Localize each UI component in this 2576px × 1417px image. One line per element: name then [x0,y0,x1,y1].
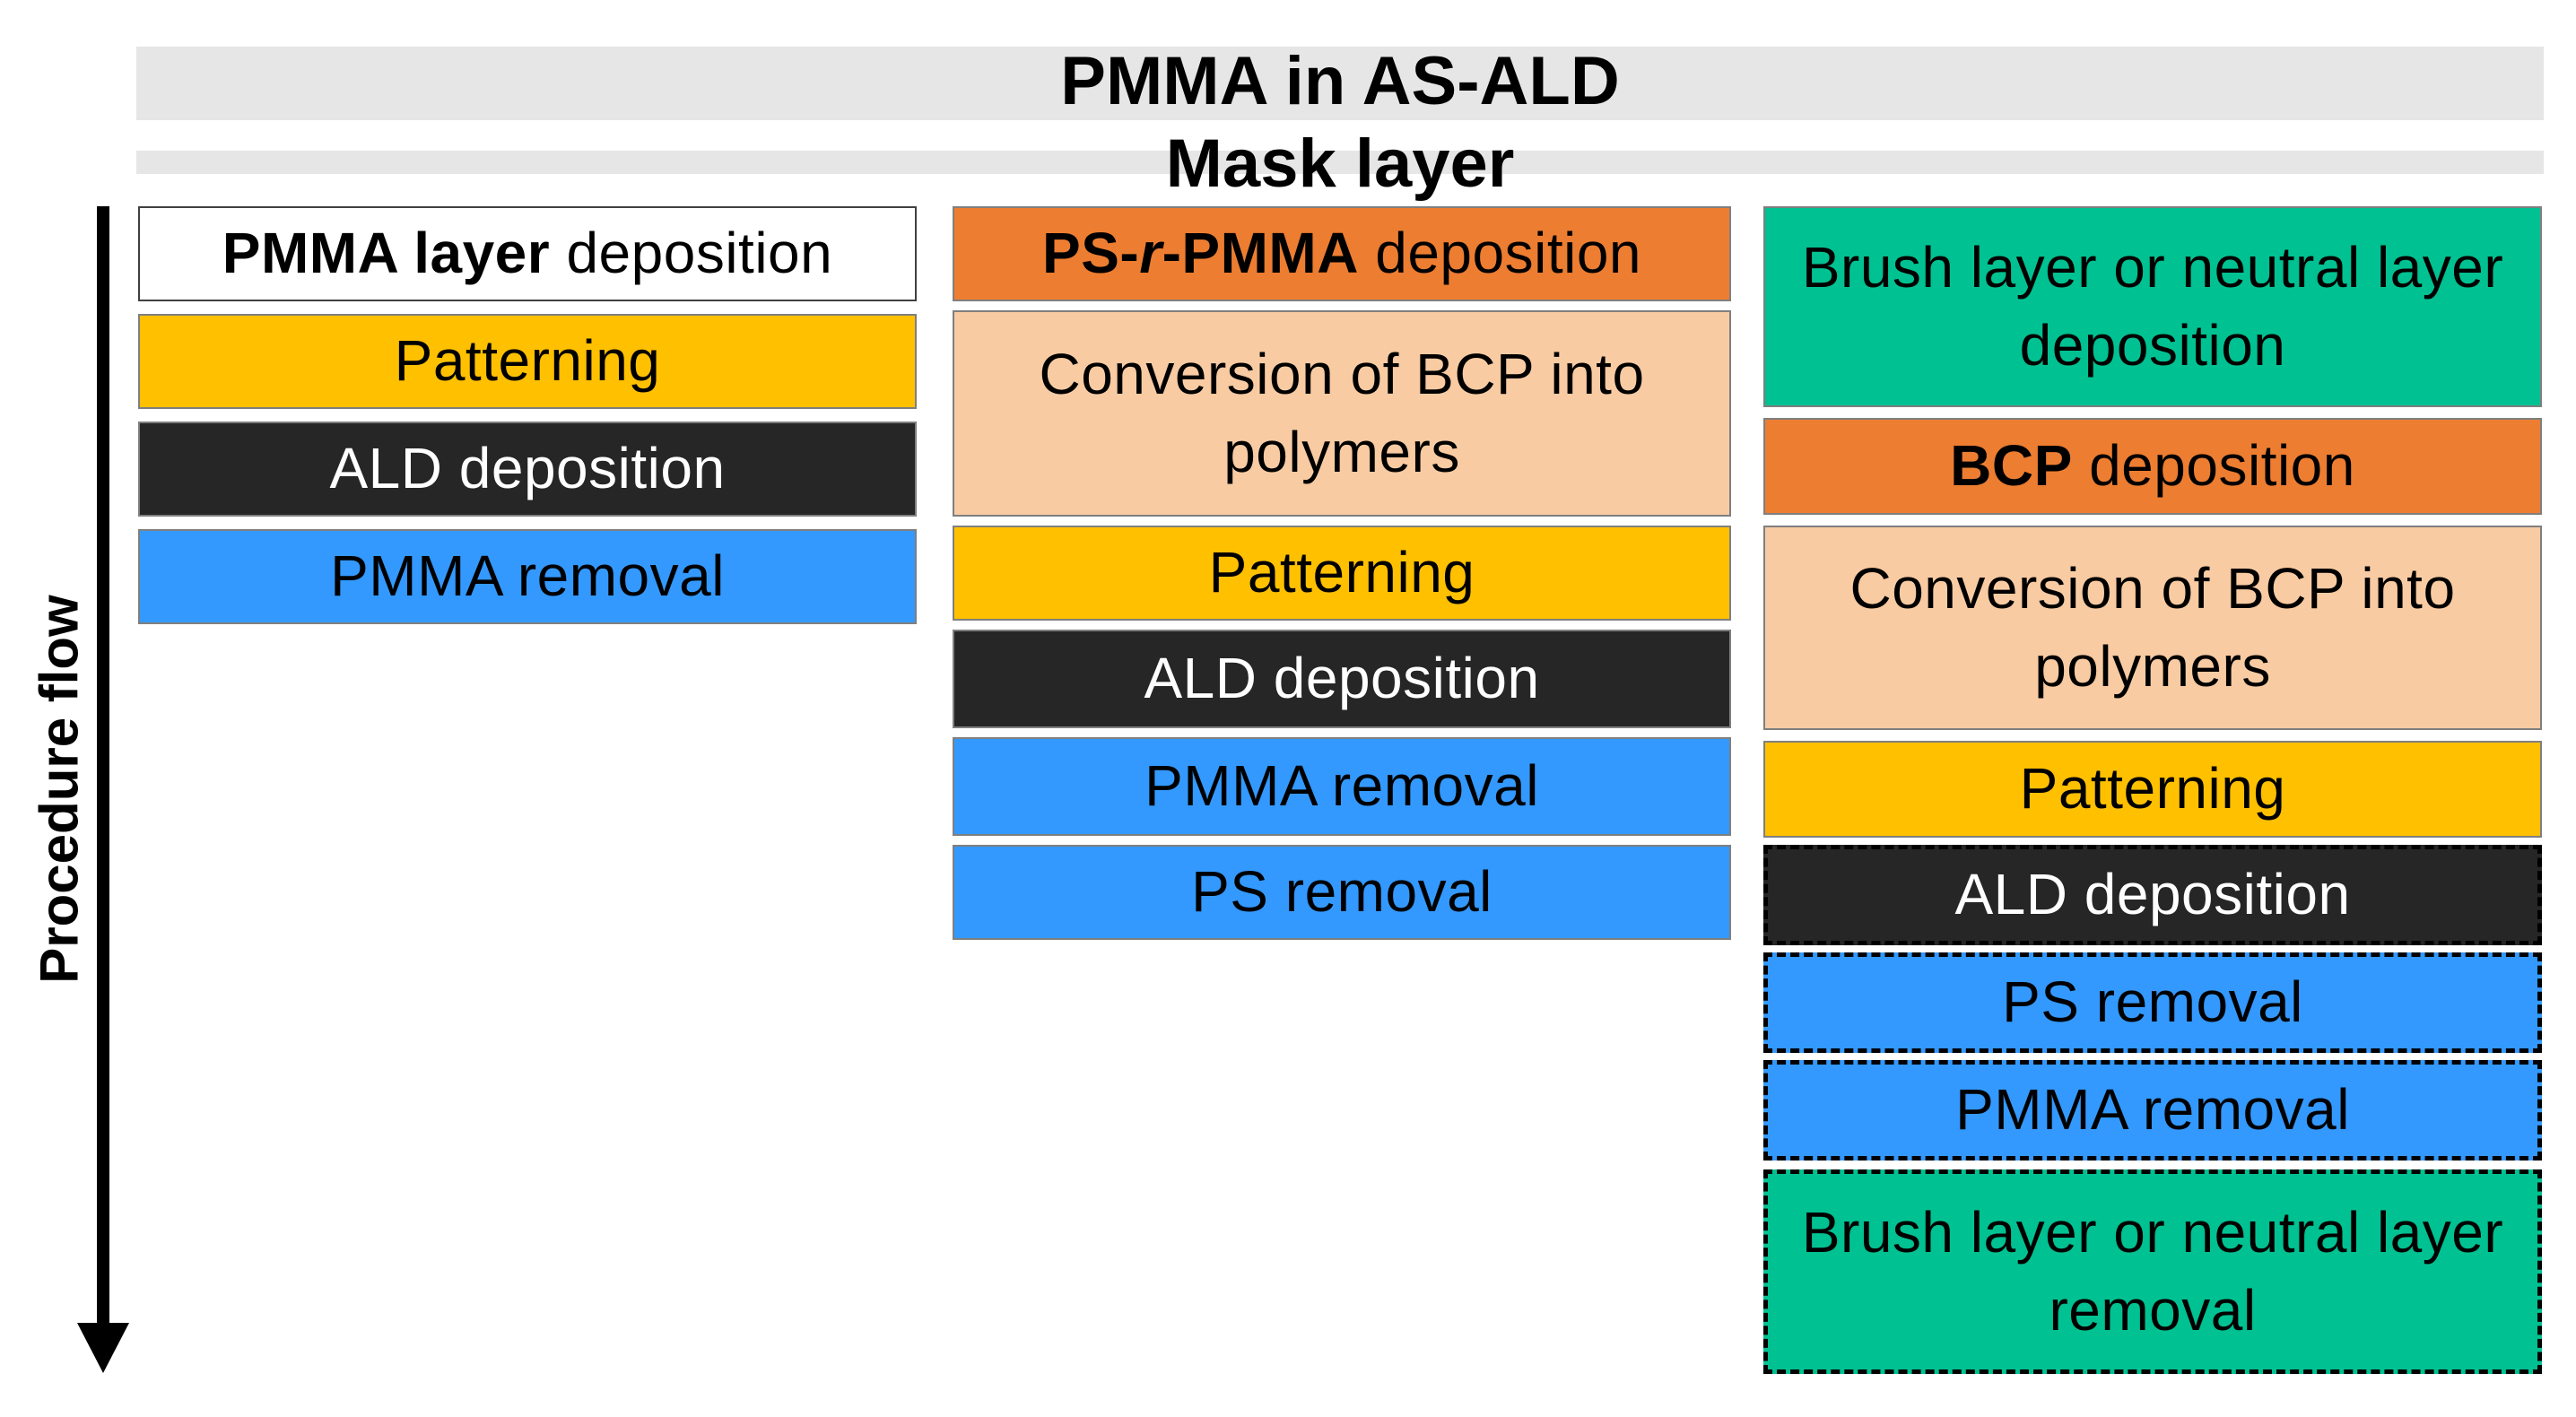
step-pmma-layer-deposition: PMMA layer deposition [138,206,917,301]
step-ald-deposition: ALD deposition [953,630,1731,728]
step-patterning: Patterning [138,314,917,409]
step-pmma-removal: PMMA removal [953,737,1731,836]
step-pmma-removal: PMMA removal [138,529,917,624]
mask-layer-title: Mask layer [1165,126,1515,202]
diagram-title: PMMA in AS-ALD [1060,43,1620,119]
mask-band [136,151,2544,174]
title-band [136,47,2544,120]
step-ps-removal-optional: PS removal [1763,952,2542,1053]
step-patterning: Patterning [953,526,1731,621]
procedure-flow-arrow [97,206,109,1327]
step-bcp-deposition: BCP deposition [1763,418,2542,515]
step-pmma-removal-optional: PMMA removal [1763,1060,2542,1161]
step-ald-deposition: ALD deposition [138,422,917,517]
arrow-head-icon [77,1323,129,1373]
step-ald-deposition-optional: ALD deposition [1763,845,2542,945]
step-ps-removal: PS removal [953,845,1731,940]
step-brush-layer-removal-optional: Brush layer or neutral layer removal [1763,1169,2542,1374]
step-ps-r-pmma-deposition: PS-r-PMMA deposition [953,206,1731,301]
step-patterning: Patterning [1763,741,2542,838]
step-bcp-conversion: Conversion of BCP into polymers [1763,526,2542,730]
step-brush-layer-deposition: Brush layer or neutral layer deposition [1763,206,2542,407]
step-bcp-conversion: Conversion of BCP into polymers [953,310,1731,517]
procedure-flow-label: Procedure flow [29,595,90,984]
